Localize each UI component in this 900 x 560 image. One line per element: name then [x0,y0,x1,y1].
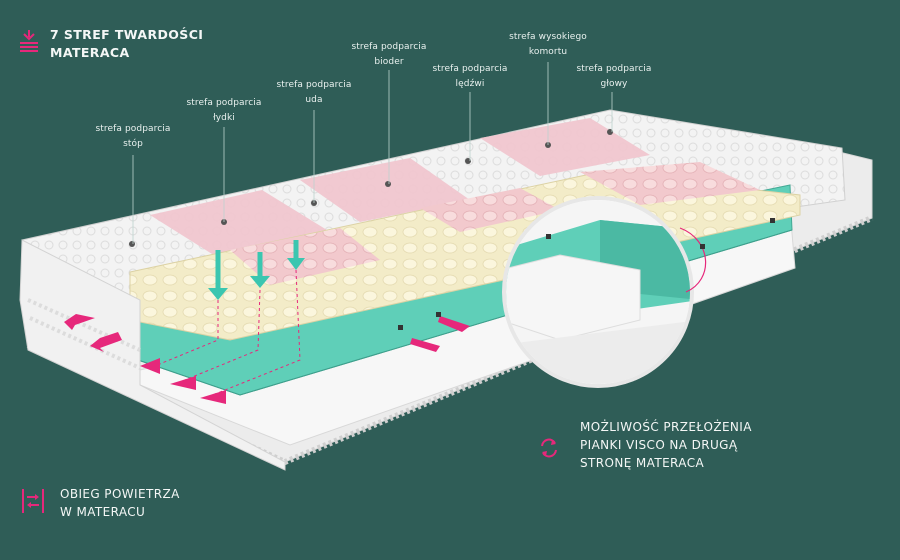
visco-legend-line2: PIANKI VISCO NA DRUGĄ [580,438,738,452]
airflow-teal-arrows [208,240,305,300]
airflow-pink-arrows [64,314,470,404]
airflow-legend-line2: W MATERACU [60,505,146,519]
visco-pink-zone-2 [420,188,560,232]
visco-legend-line1: MOŻLIWOŚĆ PRZEŁOŻENIA [580,420,752,434]
visco-legend-line3: STRONĘ MATERACA [580,456,705,470]
air-flow-icon [22,489,44,513]
visco-pink-zone-3 [580,162,760,205]
flip-cycle-icon [541,438,557,458]
airflow-legend-line1: OBIEG POWIETRZA [60,487,180,501]
hardness-zones-icon [20,30,38,52]
zones-legend-line2: MATERACA [50,45,130,60]
zone-cover-pink-2 [300,158,470,222]
zones-legend-line1: 7 STREF TWARDOŚCI [50,27,204,42]
mattress-side-edge [19,239,286,471]
visco-pink-zone-1 [230,228,380,285]
zone-callout-lines [132,62,613,244]
